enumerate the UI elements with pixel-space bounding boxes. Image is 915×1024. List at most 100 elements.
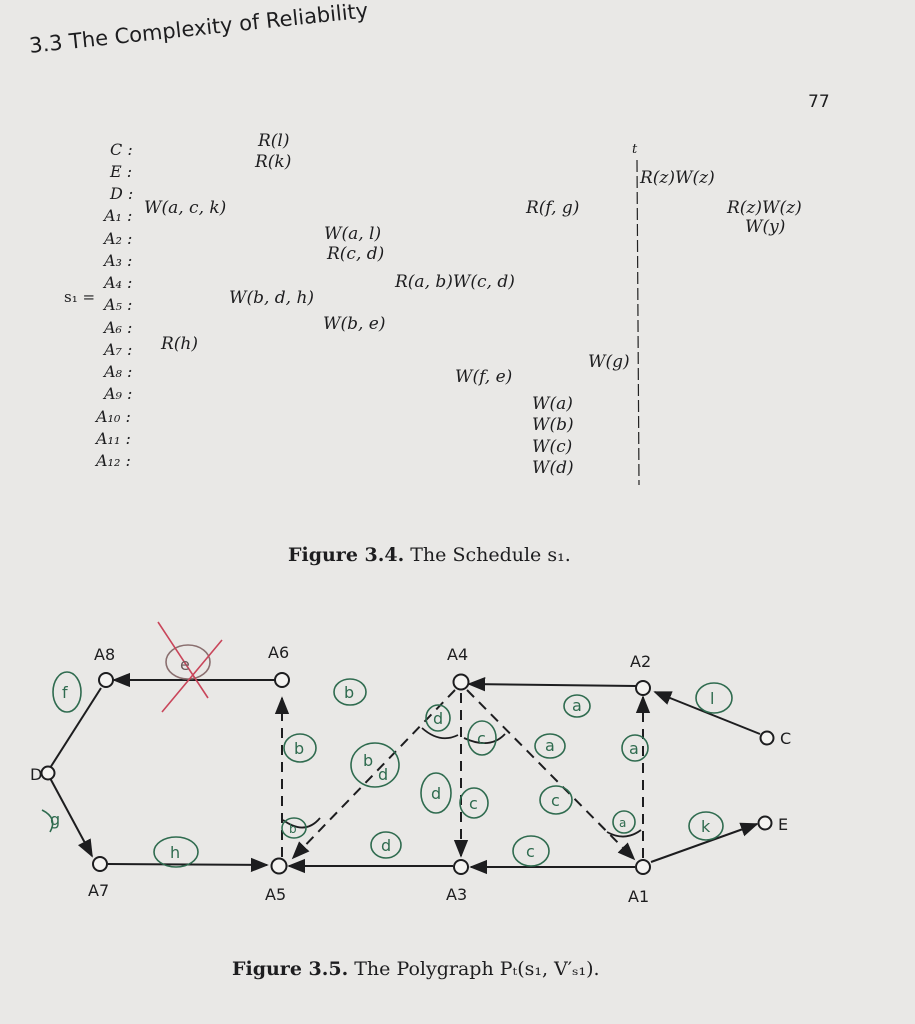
edge-a4-a5-diag (291, 689, 456, 860)
node-label-e: E (778, 815, 788, 834)
annotation-a-right-loop (621, 734, 649, 762)
row-label: A₁₂ : (96, 451, 131, 470)
annotation-g-stroke (41, 809, 54, 833)
schedule-op: W(b) (532, 415, 574, 435)
schedule-op: W(g) (588, 352, 630, 372)
row-label: A₉ : (104, 384, 133, 403)
node-label-a7: A7 (88, 881, 109, 900)
row-label: A₃ : (104, 251, 133, 270)
schedule-op: R(z)W(z) (727, 198, 802, 218)
figure-3-5-caption: Figure 3.5. The Polygraph Pₜ(s₁, V′ₛ₁). (232, 958, 600, 980)
edge-label-e: e (180, 655, 190, 674)
edge-label-a-right: a (629, 739, 639, 758)
annotation-d-small-loop (425, 704, 451, 732)
t-marker: t (632, 142, 638, 157)
row-label: A₇ : (104, 340, 133, 359)
edge-label-h: h (170, 843, 180, 862)
annotation-f-loop (52, 671, 82, 713)
schedule-op: R(c, d) (327, 244, 385, 264)
edge-label-g: g (50, 810, 60, 829)
node-label-d: D (30, 765, 42, 784)
edge-label-b-top: b (344, 683, 354, 702)
schedule-op: W(b, d, h) (229, 288, 315, 308)
edge-a1-e (650, 822, 759, 863)
annotation-a-top-loop (563, 694, 591, 718)
schedule-op: R(h) (161, 334, 199, 354)
figure-label: Figure 3.4. (288, 544, 405, 566)
edge-label-b-small: b (289, 822, 297, 836)
arc-a1 (606, 829, 642, 838)
edge-a4-a1-diag (466, 689, 636, 861)
row-label: D : (110, 184, 134, 203)
schedule-op: W(b, e) (323, 314, 386, 334)
schedule-op: R(f, g) (526, 198, 580, 218)
arc-a5 (282, 817, 321, 829)
edge-label-l: l (710, 689, 714, 708)
row-label: E : (110, 162, 133, 181)
figure-label: Figure 3.5. (232, 958, 349, 980)
schedule-op: W(d) (532, 458, 574, 478)
edge-label-c-low: c (469, 794, 478, 813)
node-label-a6: A6 (268, 643, 289, 662)
annotation-bd-loop (350, 742, 400, 788)
node-a1 (635, 859, 651, 875)
row-label: A₁ : (104, 206, 133, 225)
edge-a2-a4 (467, 676, 637, 692)
schedule-op: R(k) (255, 152, 292, 172)
edge-label-f: f (62, 683, 68, 702)
annotation-c-right-loop (539, 785, 573, 815)
edge-label-a-top: a (572, 696, 582, 715)
node-c (759, 730, 775, 746)
node-label-a8: A8 (94, 645, 115, 664)
row-label: A₆ : (104, 318, 133, 337)
edge-label-c-right: c (551, 791, 560, 810)
node-a2 (635, 680, 651, 696)
schedule-op: W(c) (532, 437, 573, 457)
annotation-b-left-loop (283, 733, 317, 763)
arc-a4-left (421, 727, 459, 740)
annotation-d-mid-loop (420, 772, 452, 814)
annotation-cross-mark (157, 621, 223, 713)
schedule-op: R(a, b)W(c, d) (395, 272, 515, 292)
schedule-op: W(a, c, k) (144, 198, 227, 218)
row-label: A₁₀ : (96, 407, 131, 426)
edge-a8-d (49, 687, 102, 769)
node-label-a3: A3 (446, 885, 467, 904)
annotation-c-bot-loop (512, 835, 550, 867)
edge-label-a-small: a (619, 816, 626, 830)
edge-label-c-mid: c (477, 729, 486, 748)
annotation-d-bot-loop (370, 831, 402, 859)
row-label: A₈ : (104, 362, 133, 381)
annotation-b-small-loop (281, 817, 307, 839)
schedule-op: R(l) (258, 131, 290, 151)
row-label: A₂ : (104, 229, 133, 248)
annotation-c-mid-loop (467, 720, 497, 756)
figure-3-4-caption: Figure 3.4. The Schedule s₁. (288, 544, 571, 566)
figure-title: The Polygraph Pₜ(s₁, V′ₛ₁). (354, 958, 600, 980)
edge-label-d-small: d (433, 709, 443, 728)
node-a8 (98, 672, 114, 688)
node-label-a1: A1 (628, 887, 649, 906)
edge-label-d-bot: d (381, 836, 391, 855)
schedule-op: W(f, e) (455, 367, 513, 387)
schedule-op: W(a) (532, 394, 573, 414)
node-a7 (92, 856, 108, 872)
edge-label-b-left: b (294, 739, 304, 758)
schedule-name: s₁ = (64, 288, 96, 306)
row-label: A₁₁ : (96, 429, 131, 448)
row-label: A₅ : (104, 295, 133, 314)
node-a5 (270, 857, 288, 875)
annotation-b-top-loop (333, 678, 367, 706)
node-label-c: C (780, 729, 791, 748)
schedule-op: R(z)W(z) (640, 168, 715, 188)
node-e (757, 815, 773, 831)
edge-d-a7 (49, 777, 93, 858)
edge-c-a2 (653, 691, 761, 735)
annotation-k-loop (688, 811, 724, 841)
node-label-a2: A2 (630, 652, 651, 671)
edge-label-b-cross: b (363, 751, 373, 770)
node-label-a5: A5 (265, 885, 286, 904)
page-number: 77 (808, 92, 830, 112)
